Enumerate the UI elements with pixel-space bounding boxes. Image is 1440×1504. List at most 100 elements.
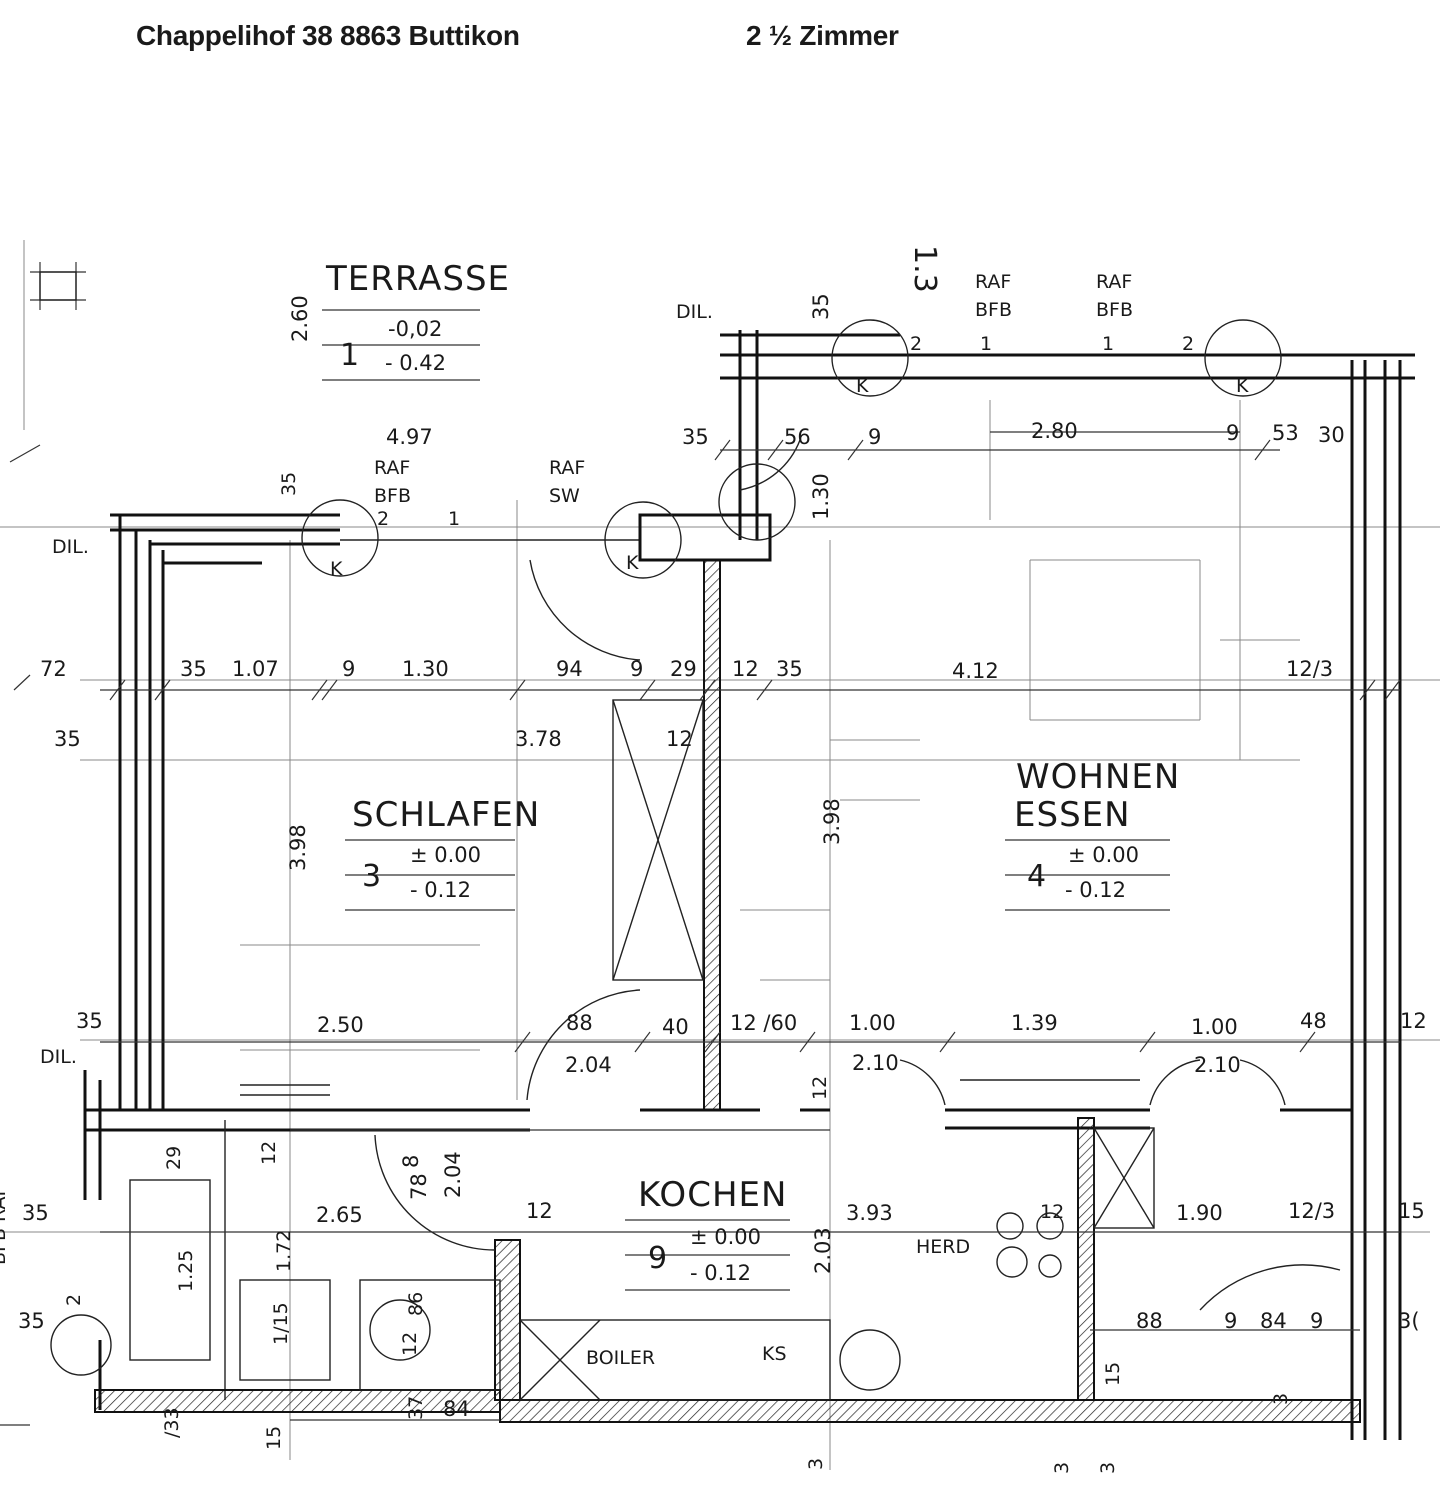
plan-label: 35 bbox=[22, 1201, 49, 1225]
plan-label: SW bbox=[549, 485, 580, 507]
plan-label: 2 bbox=[910, 333, 922, 355]
plan-label: 1.00 bbox=[1191, 1015, 1238, 1039]
room-code-terrasse: 1 bbox=[340, 338, 359, 373]
plan-label: 9 bbox=[868, 425, 881, 449]
plan-label: 35 bbox=[809, 293, 833, 320]
plan-label: 3.98 bbox=[286, 824, 310, 871]
plan-label: 1.07 bbox=[232, 657, 279, 681]
door-arcs bbox=[374, 439, 1341, 1311]
room-code-kochen: 9 bbox=[648, 1241, 667, 1276]
fixture-ks: KS bbox=[762, 1343, 787, 1365]
walls bbox=[83, 330, 1415, 1440]
address-text: Chappelihof 38 8863 Buttikon bbox=[136, 20, 520, 51]
plan-label: 1.00 bbox=[849, 1011, 896, 1035]
plan-label: 1 bbox=[448, 508, 460, 530]
plan-label: 1 bbox=[1102, 333, 1114, 355]
plan-label: 2.50 bbox=[317, 1013, 364, 1037]
plan-label: 3 bbox=[805, 1458, 827, 1470]
plan-label: BFB bbox=[1096, 299, 1133, 321]
plan-label: 2.04 bbox=[565, 1053, 612, 1077]
plan-label: 35 bbox=[682, 425, 709, 449]
plan-circles bbox=[50, 319, 1282, 1391]
plan-label: 35 bbox=[180, 657, 207, 681]
plan-label: 12 bbox=[399, 1332, 421, 1356]
plan-label: BFB bbox=[975, 299, 1012, 321]
plan-label: 12 bbox=[526, 1199, 553, 1223]
plan-label: 4.97 bbox=[386, 425, 433, 449]
plan-label: 2 bbox=[377, 508, 389, 530]
plan-label: 2.65 bbox=[316, 1203, 363, 1227]
room-code-wohnen: 4 bbox=[1027, 859, 1046, 894]
plan-label: 48 bbox=[1300, 1009, 1327, 1033]
room-code-schlafen: 3 bbox=[362, 859, 381, 894]
plan-label: 53 bbox=[1272, 421, 1299, 445]
plan-label: 2.80 bbox=[1031, 419, 1078, 443]
plan-label: 12 bbox=[732, 657, 759, 681]
plan-label: 1 bbox=[980, 333, 992, 355]
room-name-terrasse: TERRASSE bbox=[325, 259, 510, 299]
plan-label: 30 bbox=[1318, 423, 1345, 447]
plan-label: 1.25 bbox=[175, 1250, 197, 1292]
plan-label: 35 bbox=[278, 472, 300, 496]
plan-label: 12 bbox=[809, 1076, 831, 1100]
plan-label: 15 bbox=[263, 1426, 285, 1450]
window-tags: RAF BFB RAF BFB RAF BFB RAF SW DIL. DIL.… bbox=[0, 271, 1249, 1265]
plan-label: 15 bbox=[1398, 1199, 1425, 1223]
plan-label: /33 bbox=[161, 1407, 183, 1438]
plan-label: 84 bbox=[1260, 1309, 1287, 1333]
plan-label: 2.04 bbox=[441, 1151, 465, 1198]
plan-label: 88 bbox=[1136, 1309, 1163, 1333]
plan-label: 2 bbox=[1182, 333, 1194, 355]
plan-label: 9 bbox=[630, 657, 643, 681]
level-bottom-kochen: - 0.12 bbox=[690, 1261, 751, 1285]
plan-label: 12 /60 bbox=[730, 1011, 797, 1035]
plan-label: 2.10 bbox=[1194, 1053, 1241, 1077]
dimension-labels: 2.60 4.97 35 2 1 35 56 9 2.80 9 53 30 1.… bbox=[18, 293, 1427, 1474]
level-top-terrasse: -0,02 bbox=[388, 317, 442, 341]
plan-label: RAF bbox=[975, 271, 1011, 293]
sheet-ref: 1.3 bbox=[907, 245, 942, 293]
room-name-wohnen: WOHNEN bbox=[1016, 757, 1180, 797]
plan-label: 2 bbox=[63, 1294, 85, 1306]
plan-label: BFB RAF bbox=[0, 1186, 10, 1265]
room-name-kochen: KOCHEN bbox=[638, 1175, 787, 1215]
plan-label: 37 bbox=[405, 1396, 427, 1420]
plan-label: 8 bbox=[399, 1155, 423, 1168]
plan-label: DIL. bbox=[52, 536, 89, 558]
plan-label: 4.12 bbox=[952, 659, 999, 683]
plan-label: 1.30 bbox=[809, 473, 833, 520]
level-bottom-schlafen: - 0.12 bbox=[410, 878, 471, 902]
plan-label: 1.39 bbox=[1011, 1011, 1058, 1035]
plan-label: 78 bbox=[407, 1173, 431, 1200]
plan-label: 3.93 bbox=[846, 1201, 893, 1225]
plan-label: 29 bbox=[163, 1146, 185, 1170]
fixture-herd: HERD bbox=[916, 1236, 970, 1258]
plan-label: 35 bbox=[76, 1009, 103, 1033]
level-top-wohnen: ± 0.00 bbox=[1068, 843, 1139, 867]
section-mark-icon bbox=[39, 271, 77, 301]
plan-label: 1.30 bbox=[402, 657, 449, 681]
plan-label: DIL. bbox=[676, 301, 713, 323]
plan-label: K bbox=[856, 375, 869, 397]
plan-label: 12 bbox=[1040, 1201, 1064, 1223]
plan-label: 2.10 bbox=[852, 1051, 899, 1075]
plan-label: 12/3 bbox=[1286, 657, 1333, 681]
plan-label: 88 bbox=[566, 1011, 593, 1035]
plan-label: 2.60 bbox=[288, 295, 312, 342]
plan-label: 3 bbox=[1051, 1462, 1073, 1474]
plan-label: K bbox=[330, 558, 343, 580]
plan-label: RAF bbox=[549, 457, 585, 479]
plan-label: 35 bbox=[18, 1309, 45, 1333]
fixture-boiler: BOILER bbox=[586, 1347, 655, 1369]
plan-label: RAF bbox=[374, 457, 410, 479]
plan-label: 9 bbox=[342, 657, 355, 681]
plan-label: 3 bbox=[1270, 1393, 1292, 1405]
plan-label: 1.72 bbox=[273, 1230, 295, 1272]
plan-label: 40 bbox=[662, 1015, 689, 1039]
plan-label: RAF bbox=[1096, 271, 1132, 293]
plan-label: 3.98 bbox=[820, 798, 844, 845]
plan-label: 15 bbox=[1102, 1362, 1124, 1386]
plan-label: 2.03 bbox=[811, 1227, 835, 1274]
plan-label: 9 bbox=[1226, 421, 1239, 445]
